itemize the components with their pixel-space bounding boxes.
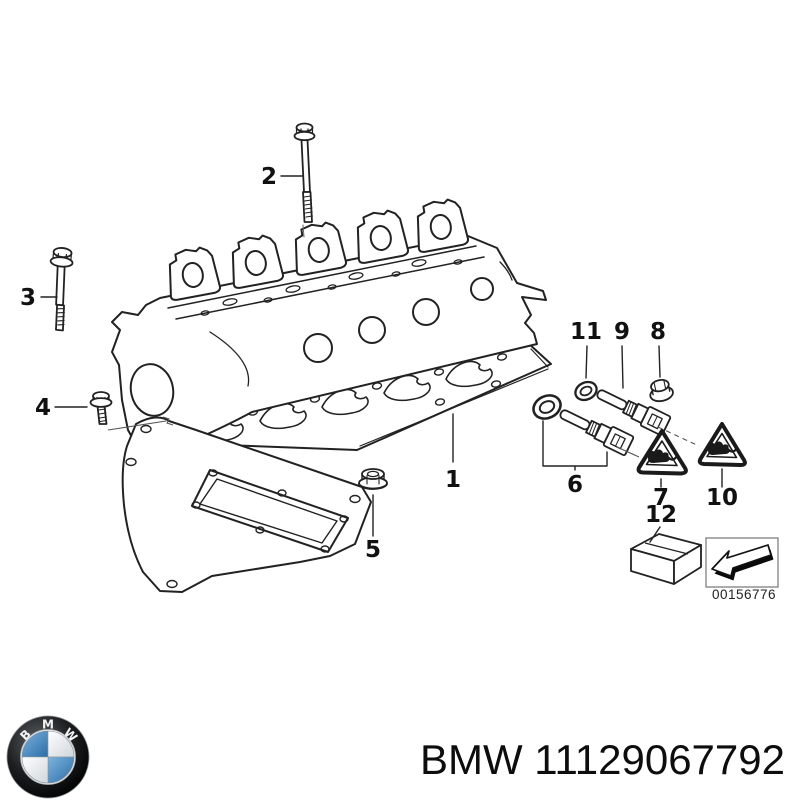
bolt-2 — [293, 122, 316, 238]
callout-10: 10 — [706, 485, 738, 511]
scald-warning-pictogram — [707, 441, 738, 455]
callout-8: 8 — [650, 319, 666, 345]
warning-triangle-10 — [697, 422, 747, 467]
callout-11: 11 — [570, 319, 602, 345]
callout-2: 2 — [261, 164, 277, 190]
callout-7: 7 — [653, 485, 669, 511]
bolt-3 — [49, 247, 74, 332]
cam-towers — [168, 198, 470, 301]
gasket-set-box-12 — [630, 533, 702, 585]
bolt-4-pointer-line — [107, 416, 174, 431]
bolt-4 — [89, 391, 113, 425]
sensor6-pointer-line — [616, 446, 640, 458]
nut-5 — [358, 468, 388, 490]
sensor9-pointer-line — [657, 426, 700, 447]
warning-triangle-7 — [636, 429, 688, 476]
callout-leader-lines — [40, 175, 723, 543]
logo-quadrants — [21, 730, 75, 784]
o-ring-6 — [532, 394, 562, 420]
chain-case-gasket — [121, 416, 372, 593]
callout-labels: 1 2 3 4 5 6 7 8 9 10 11 12 — [20, 164, 738, 563]
callout-6: 6 — [567, 472, 583, 498]
part-number-caption: BMW 11129067792 — [419, 736, 785, 783]
callout-1: 1 — [445, 467, 461, 493]
callout-4: 4 — [35, 395, 51, 421]
callout-12: 12 — [645, 502, 677, 528]
logo-letter-m: M — [42, 718, 54, 732]
bmw-logo: B M W — [4, 713, 92, 800]
image-code: 00156776 — [712, 587, 776, 602]
scald-warning-pictogram — [647, 449, 678, 463]
temperature-sensor-6 — [559, 409, 635, 456]
callout-3: 3 — [20, 285, 36, 311]
callout-5: 5 — [365, 537, 381, 563]
direction-arrow-box — [705, 537, 779, 588]
o-ring-11 — [574, 380, 598, 402]
callout-9: 9 — [614, 319, 630, 345]
direction-arrow-icon — [711, 544, 772, 577]
temperature-sensor-9 — [596, 389, 672, 436]
screw-plug-8 — [649, 379, 674, 403]
